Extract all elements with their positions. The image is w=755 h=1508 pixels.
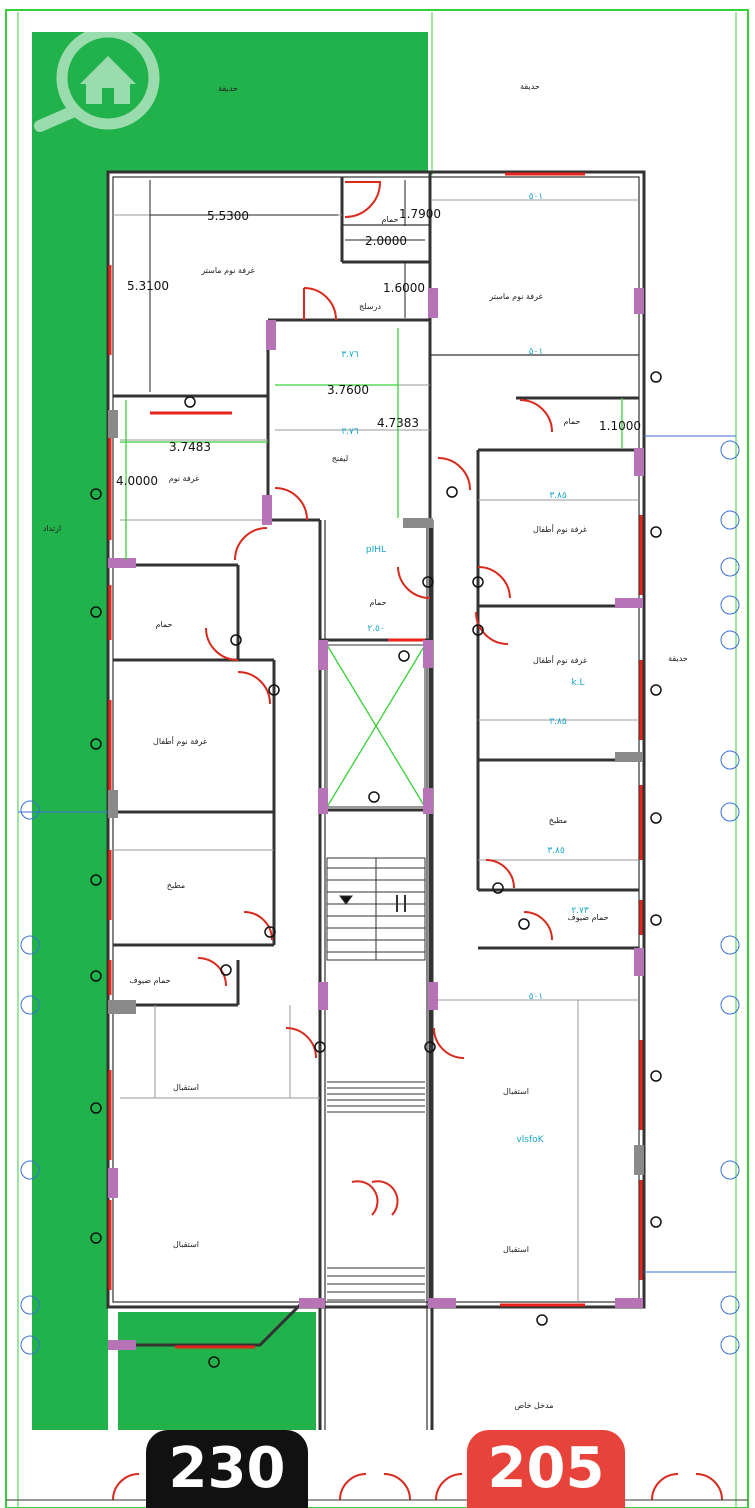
label-garden-right: حديقة [668,654,688,663]
dimension-d1: 5.5300 [207,209,249,223]
label-reception-3: استقبال [503,1087,529,1096]
annotation-1: ٥٠١ [529,192,544,202]
label-kids-bedroom-right-1: غرفة نوم أطفال [533,524,587,534]
label-bedroom: غرفة نوم [169,474,200,483]
interior-grid-lines [113,199,639,1302]
outlet-symbols [90,371,662,1368]
dimension-d7: 4.7383 [377,416,419,430]
annotation-4: ٣.٧٦ [341,427,359,437]
label-master-bedroom-left: غرفة نوم ماستر [200,266,254,275]
label-kids-bedroom-right-2: غرفة نوم أطفال [533,655,587,665]
grid-axis-markers [18,435,740,1355]
annotation-11: ٣.٨٥ [547,846,565,856]
label-private-entrance: مدخل خاص [514,1401,553,1410]
annotation-7: pIHL [366,545,386,555]
annotation-9: ٣.٨٥ [549,717,567,727]
label-guest-bath-left: حمام ضيوف [129,976,170,985]
columns-grey [108,410,644,1175]
dimension-d6: 3.7600 [327,383,369,397]
building-walls [106,170,646,1430]
label-kitchen-right: مطبخ [549,816,567,825]
label-kitchen-left: مطبخ [167,881,185,890]
label-side-left: ارتداد [43,524,61,533]
stairs [326,857,426,1301]
dimension-lines [120,328,623,560]
area-badge-right: 205 [467,1430,625,1508]
label-stairs-small: درسلج [359,302,381,311]
area-badge-left: 230 [146,1430,308,1508]
home-search-logo-icon [34,26,160,132]
label-guest-bath-right: حمام ضيوف [567,913,608,922]
dimension-d10: 1.1000 [599,419,641,433]
annotation-8: k.L [571,678,584,688]
label-bathroom-4: حمام [564,417,581,426]
label-garden-top-left: حديقة [218,84,238,93]
dimension-d8: 3.7483 [169,440,211,454]
elevator-shaft [326,644,426,808]
plot-boundary [5,9,749,1508]
annotation-2: ٥٠١ [529,347,544,357]
dimension-d4: 5.3100 [127,279,169,293]
dimension-d2: 1.7900 [399,207,441,221]
label-bathroom-1: حمام [382,215,399,224]
annotation-12: vlsfoK [516,1135,544,1145]
windows [108,172,643,1349]
dimension-d3: 2.0000 [365,234,407,248]
garden-area-bottom [118,1312,316,1430]
garden-area-left [32,170,108,1430]
annotation-13: ٥٠١ [529,992,544,1002]
label-garden-top-right: حديقة [520,82,540,91]
label-reception-2: استقبال [173,1240,199,1249]
label-kids-bedroom-left: غرفة نوم أطفال [153,736,207,746]
label-lobby: ليفنج [332,454,348,463]
label-reception-4: استقبال [503,1245,529,1254]
label-master-bedroom-right: غرفة نوم ماستر [488,292,542,301]
annotation-6: ٢.٥٠ [367,624,384,634]
label-bathroom-3: حمام [156,620,173,629]
black-dimension-lines [149,180,425,392]
dimension-d9: 4.0000 [116,474,158,488]
label-bathroom-2: حمام [370,598,387,607]
annotation-5: ٣.٨٥ [549,491,567,501]
annotation-3: ٣.٧٦ [341,350,359,360]
doors [112,181,723,1501]
label-reception-1: استقبال [173,1083,199,1092]
dimension-d5: 1.6000 [383,281,425,295]
annotation-10: ٢.٧٣ [571,906,589,916]
